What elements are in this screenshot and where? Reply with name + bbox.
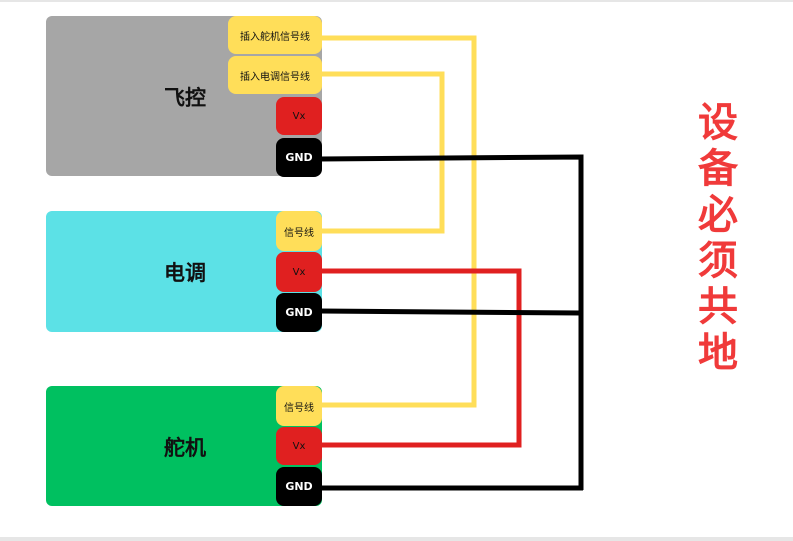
wire-esc-gnd xyxy=(319,308,582,316)
esc-signal-pin: 信号线 xyxy=(276,211,322,251)
fc-servo-signal-pin: 插入舵机信号线 xyxy=(228,16,322,54)
flight-controller-label: 飞控 xyxy=(164,86,206,110)
wire-esc-servo-vx xyxy=(320,268,522,448)
common-ground-note: 设备必须共地 xyxy=(698,100,738,376)
wire-fc-servo-signal xyxy=(320,35,477,408)
esc-label: 电调 xyxy=(164,261,206,285)
esc-vx-pin: Vx xyxy=(276,252,322,292)
servo-vx-pin: Vx xyxy=(276,427,322,465)
bottom-border xyxy=(0,537,793,541)
servo-gnd-pin: GND xyxy=(276,467,322,506)
fc-gnd-pin: GND xyxy=(276,138,322,177)
fc-vx-pin: Vx xyxy=(276,97,322,135)
wire-fc-gnd xyxy=(319,154,584,490)
wire-fc-esc-signal xyxy=(320,71,445,234)
esc-gnd-pin: GND xyxy=(276,293,322,332)
servo-signal-pin: 信号线 xyxy=(276,386,322,426)
servo-label: 舵机 xyxy=(164,436,206,460)
top-border xyxy=(0,0,793,2)
fc-esc-signal-pin: 插入电调信号线 xyxy=(228,56,322,94)
